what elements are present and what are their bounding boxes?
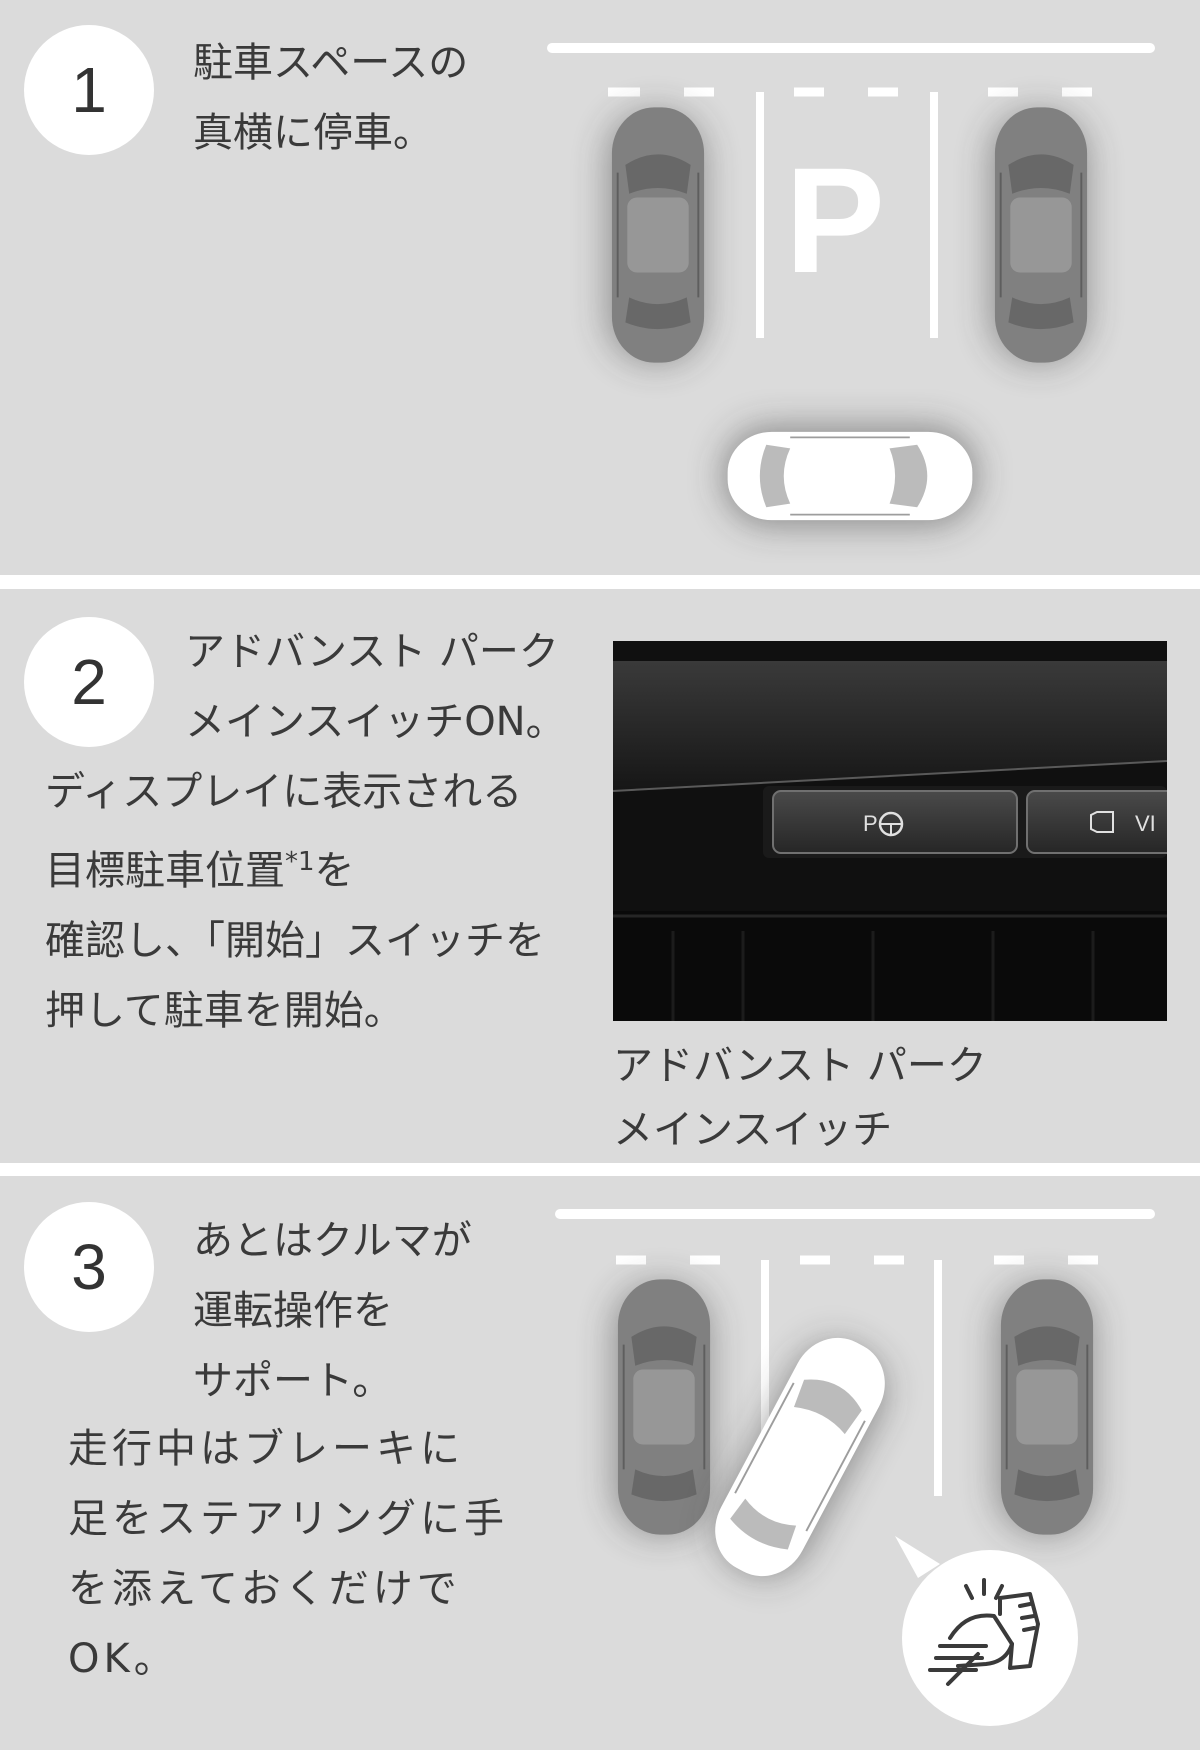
dashboard-illustration: P VI [613,641,1167,1021]
own-car-icon [698,1321,902,1593]
text-line: 運転操作を [193,1288,393,1334]
text-line: 確認し、「開始」スイッチを [45,918,545,964]
step-1-panel: 1 駐車スペースの 真横に停車。 P [0,0,1200,575]
view-button [1026,790,1167,854]
step-2-text-bottom: ディスプレイに表示される 目標駐車位置*1を 確認し、「開始」スイッチを 押して… [45,757,545,1046]
step-3-panel: 3 あとはクルマが 運転操作を サポート。 走行中はブレーキに 足をステアリング… [0,1176,1200,1750]
park-button-label: P [863,811,878,836]
note-line: OK。 [68,1636,178,1682]
parked-car-icon [999,1278,1095,1536]
step-2-panel: 2 アドバンスト パーク メインスイッチON。 ディスプレイに表示される 目標駐… [0,589,1200,1163]
parked-car-icon [616,1278,712,1536]
footnote-mark: *1 [285,847,315,877]
text-line: 真横に停車。 [193,110,433,156]
view-button-label: VI [1135,811,1156,836]
caption-line: メインスイッチ [613,1107,893,1153]
note-line: 走行中はブレーキに [68,1426,464,1472]
parked-car-icon [993,106,1089,364]
text-line-suffix: を [314,848,355,894]
footnote-asterisk: * [285,847,298,877]
park-assist-button [772,790,1018,854]
footnote-number: 1 [298,847,315,877]
parking-scene-illustration: P [547,43,1155,524]
parking-sign: P [785,136,885,304]
auto-park-scene-illustration [555,1209,1155,1726]
step-number: 1 [71,54,107,126]
step-number-badge: 1 [24,25,154,155]
step-number: 2 [71,646,107,718]
photo-caption: アドバンスト パーク メインスイッチ [613,1034,987,1162]
step-1-text: 駐車スペースの 真横に停車。 [193,28,468,168]
caption-line: アドバンスト パーク [613,1043,987,1089]
foot-on-brake-icon [928,1578,1040,1686]
text-line: サポート。 [193,1358,393,1404]
step-3-note: 走行中はブレーキに 足をステアリングに手 を添えておくだけで OK。 [68,1414,508,1694]
note-line: を添えておくだけで [68,1566,461,1612]
text-line: アドバンスト パーク [185,629,559,675]
text-line: 目標駐車位置 [45,848,285,894]
text-line: あとはクルマが [193,1218,472,1264]
own-car-icon [726,430,974,522]
note-line: 足をステアリングに手 [68,1496,508,1542]
step-number-badge: 3 [24,1202,154,1332]
text-line: メインスイッチON。 [185,699,566,745]
step-3-text: あとはクルマが 運転操作を サポート。 [193,1206,472,1416]
step-2-text-top: アドバンスト パーク メインスイッチON。 [185,617,566,757]
step-number: 3 [71,1231,107,1303]
camera-view-icon [1090,811,1114,833]
text-line-with-footnote: 目標駐車位置*1を [45,827,545,906]
text-line: 押して駐車を開始。 [45,988,404,1034]
parked-car-icon [610,106,706,364]
step-number-badge: 2 [24,617,154,747]
text-line: 駐車スペースの [193,40,469,86]
text-line: ディスプレイに表示される [45,769,523,815]
speech-bubble [895,1536,1078,1726]
main-switch-photo: P VI [613,641,1167,1021]
